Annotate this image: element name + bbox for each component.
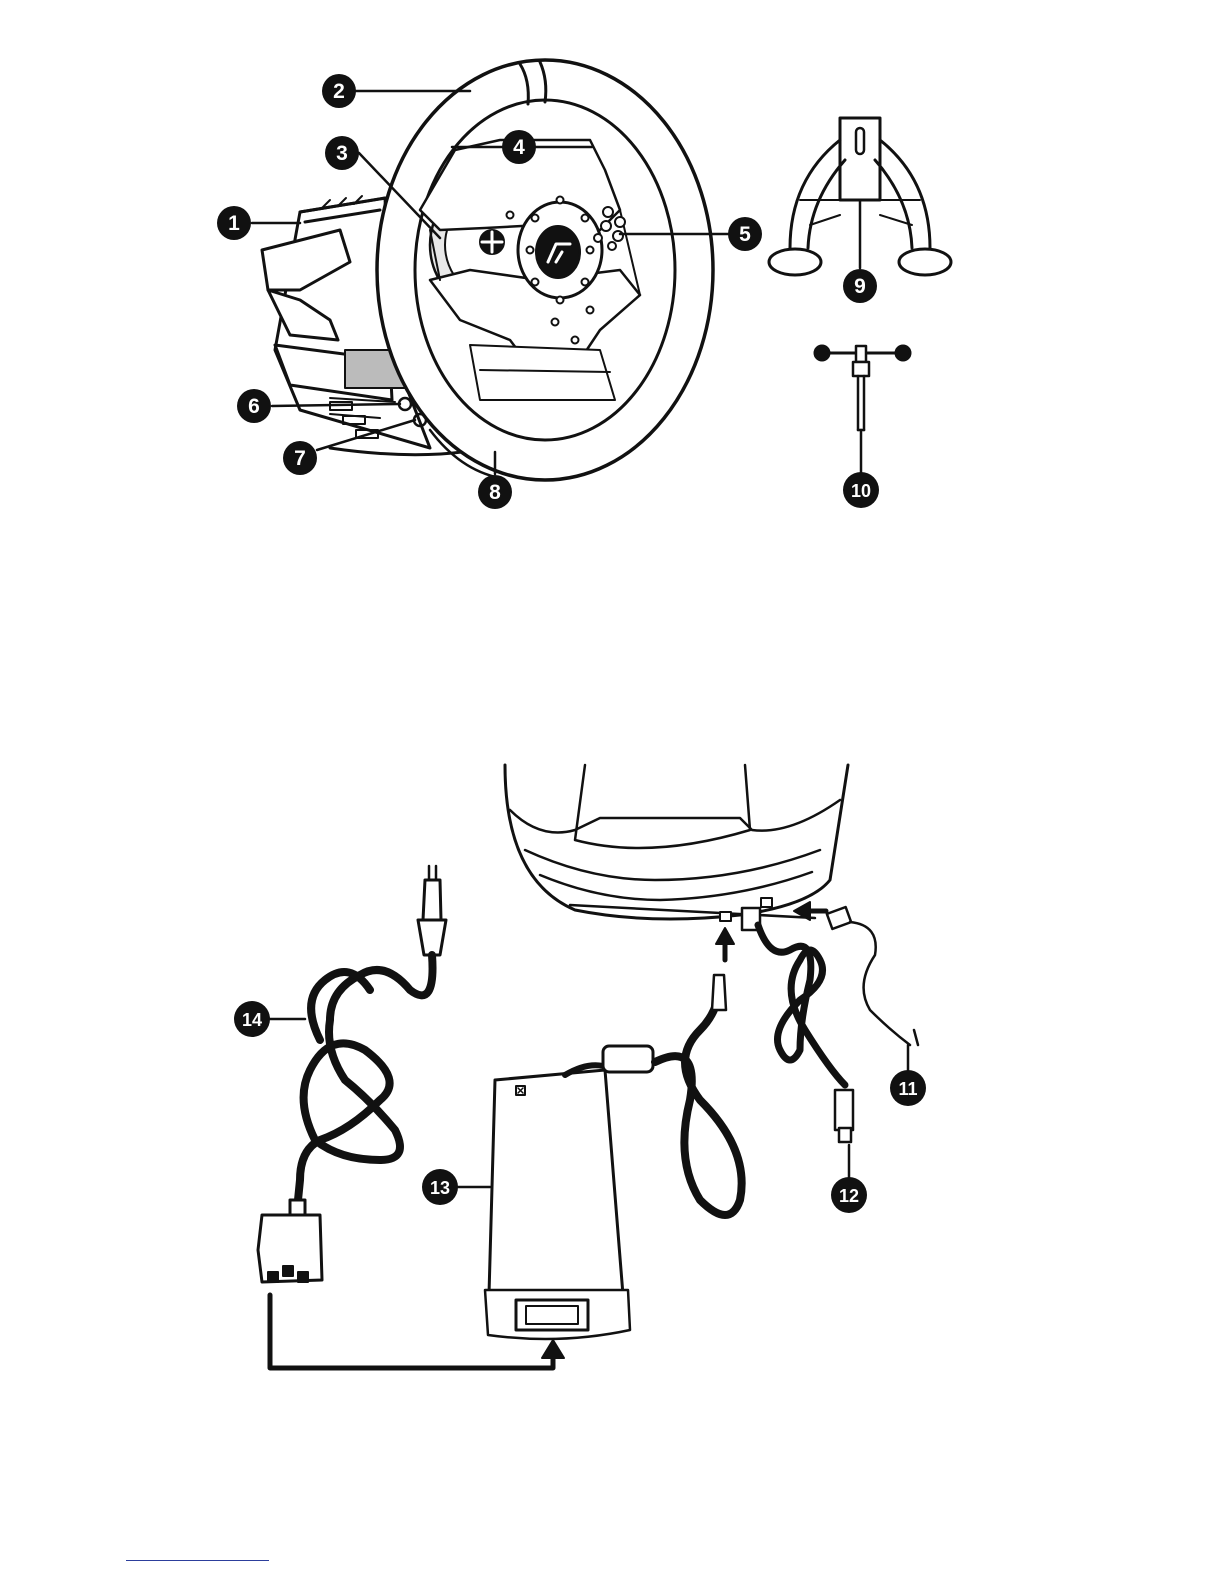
- callout-label-5: 5: [739, 223, 751, 246]
- callout-label-8: 8: [489, 481, 501, 504]
- callout-label-10: 10: [851, 481, 871, 501]
- fixing-screw: [815, 346, 910, 430]
- callout-badge-12: 12: [831, 1177, 867, 1213]
- callout-label-6: 6: [248, 395, 260, 418]
- callout-badge-1: 1: [217, 206, 251, 240]
- callout-label-9: 9: [854, 275, 866, 298]
- callout-label-7: 7: [294, 447, 306, 470]
- callout-badge-13: 13: [422, 1169, 458, 1205]
- callout-badge-8: 8: [478, 475, 512, 509]
- callout-badge-11: 11: [890, 1070, 926, 1106]
- usb-cable: [742, 908, 853, 1142]
- rj12-pedal-cable: [827, 907, 918, 1045]
- figure-power-connections: [258, 765, 918, 1368]
- callout-label-13: 13: [430, 1178, 450, 1198]
- callout-label-4: 4: [513, 136, 525, 159]
- callout-label-1: 1: [228, 212, 240, 235]
- callout-badge-4: 4: [502, 130, 536, 164]
- callout-badge-5: 5: [728, 217, 762, 251]
- callout-label-12: 12: [839, 1186, 859, 1206]
- callout-badge-2: 2: [322, 74, 356, 108]
- footnote-separator-rule: [126, 1560, 269, 1561]
- callout-badge-10: 10: [843, 472, 879, 508]
- callout-badge-3: 3: [325, 136, 359, 170]
- mains-power-cord: [258, 866, 446, 1282]
- wheel-base-rear: [505, 765, 848, 921]
- callout-badge-9: 9: [843, 269, 877, 303]
- callout-badge-6: 6: [237, 389, 271, 423]
- callout-badge-14: 14: [234, 1001, 270, 1037]
- power-adapter-brick: [485, 975, 742, 1339]
- figure-wheel-overview: [252, 60, 951, 480]
- callout-label-2: 2: [333, 80, 345, 103]
- callout-label-3: 3: [336, 142, 348, 165]
- callout-label-11: 11: [898, 1079, 917, 1099]
- callout-label-14: 14: [242, 1010, 262, 1030]
- callout-badge-7: 7: [283, 441, 317, 475]
